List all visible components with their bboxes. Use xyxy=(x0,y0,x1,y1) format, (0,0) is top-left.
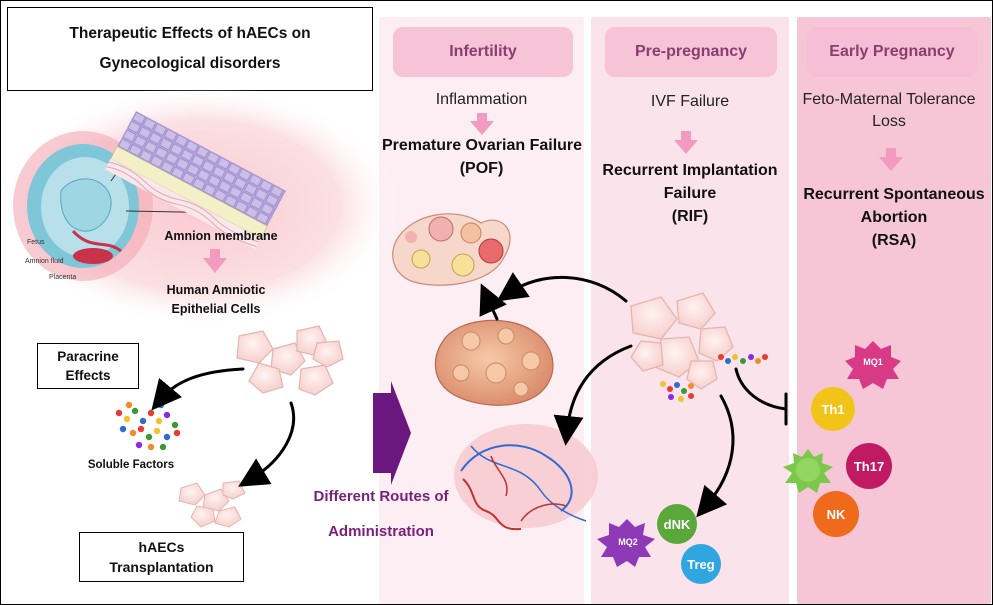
dnk-label: dNK xyxy=(663,516,691,532)
paracrine-box: Paracrine Effects xyxy=(37,343,139,389)
label-placenta: Placenta xyxy=(49,274,76,281)
arrow-transplant xyxy=(238,401,296,487)
title-line1: Therapeutic Effects of hAECs on xyxy=(69,25,311,42)
nk-label: NK xyxy=(826,506,846,522)
treg-label: Treg xyxy=(687,556,715,572)
haec-cluster-right xyxy=(630,292,734,390)
title-line2: Gynecological disorders xyxy=(99,55,281,72)
arrow-to-endometrium xyxy=(553,344,633,446)
mq1-cell xyxy=(845,341,901,389)
cause-feto-maternal: Feto-Maternal Tolerance Loss xyxy=(802,91,976,130)
cause-ivf-failure: IVF Failure xyxy=(650,93,730,110)
condition-pof-line1: Premature Ovarian Failure xyxy=(381,137,583,154)
treg-cell: Treg xyxy=(681,544,721,584)
mq1-label: MQ1 xyxy=(863,357,883,367)
mq2-label: MQ2 xyxy=(618,537,638,547)
condition-rif-line1: Recurrent Implantation xyxy=(602,162,778,179)
header-pre-pregnancy: Pre-pregnancy xyxy=(605,27,777,77)
arrow-to-ovary xyxy=(496,272,628,303)
cause-inflammation: Inflammation xyxy=(435,91,528,108)
th1-cell: Th1 xyxy=(811,387,855,431)
arrow-to-ovary-up xyxy=(479,283,507,321)
transplant-line1: hAECs xyxy=(138,539,185,555)
condition-rif-line2: Failure xyxy=(663,185,717,202)
paracrine-line2: Effects xyxy=(65,368,111,383)
condition-rif-line3: (RIF) xyxy=(671,208,709,225)
transplant-box: hAECs Transplantation xyxy=(79,532,244,582)
ovary-whole xyxy=(434,319,554,406)
transplant-line2: Transplantation xyxy=(109,559,214,575)
label-fetus: Fetus xyxy=(27,239,45,246)
routes-label-line1: Different Routes of xyxy=(313,488,449,505)
haec-cluster-left xyxy=(236,325,344,396)
green-macrophage xyxy=(783,449,833,493)
uterus-labels: Fetus Amnion fluid Placenta xyxy=(25,239,76,281)
soluble-factor-dots-left xyxy=(115,401,181,451)
dnk-cell: dNK xyxy=(657,504,697,544)
condition-rsa-line2: Abortion xyxy=(860,209,928,226)
arrow-to-dnk xyxy=(696,394,735,518)
endometrium-tissue xyxy=(454,424,598,531)
big-purple-arrow xyxy=(373,381,411,485)
th1-label: Th1 xyxy=(821,401,845,417)
haec-label-line2: Epithelial Cells xyxy=(171,302,261,316)
header-early-pregnancy: Early Pregnancy xyxy=(807,27,977,77)
header-infertility: Infertility xyxy=(393,27,573,77)
nk-cell: NK xyxy=(813,491,859,537)
inhibit-line xyxy=(734,367,788,411)
th17-cell: Th17 xyxy=(846,443,892,489)
haec-cluster-transplant xyxy=(178,480,246,528)
routes-label-line2: Administration xyxy=(328,523,434,540)
soluble-factors-label: Soluble Factors xyxy=(87,459,175,471)
th17-label: Th17 xyxy=(853,458,885,474)
down-arrow-early-pregnancy xyxy=(879,148,903,171)
mq2-cell xyxy=(597,519,655,567)
paracrine-line1: Paracrine xyxy=(57,349,119,364)
condition-pof-line2: (POF) xyxy=(459,160,504,177)
down-arrow-left xyxy=(203,249,227,273)
label-amnion-fluid: Amnion fluid xyxy=(25,258,64,265)
ovary-cross-section xyxy=(392,213,511,286)
amnion-membrane-tissue xyxy=(105,110,287,250)
condition-rsa-line3: (RSA) xyxy=(871,232,917,249)
soluble-factor-dots-right xyxy=(660,354,768,402)
down-arrow-infertility xyxy=(470,113,494,135)
haec-label-line1: Human Amniotic xyxy=(166,283,266,297)
condition-rsa-line1: Recurrent Spontaneous xyxy=(803,186,985,203)
amnion-membrane-label: Amnion membrane xyxy=(164,229,278,243)
down-arrow-pre-pregnancy xyxy=(674,131,698,154)
uterus-illustration xyxy=(13,131,153,281)
arrow-paracrine xyxy=(151,367,245,411)
